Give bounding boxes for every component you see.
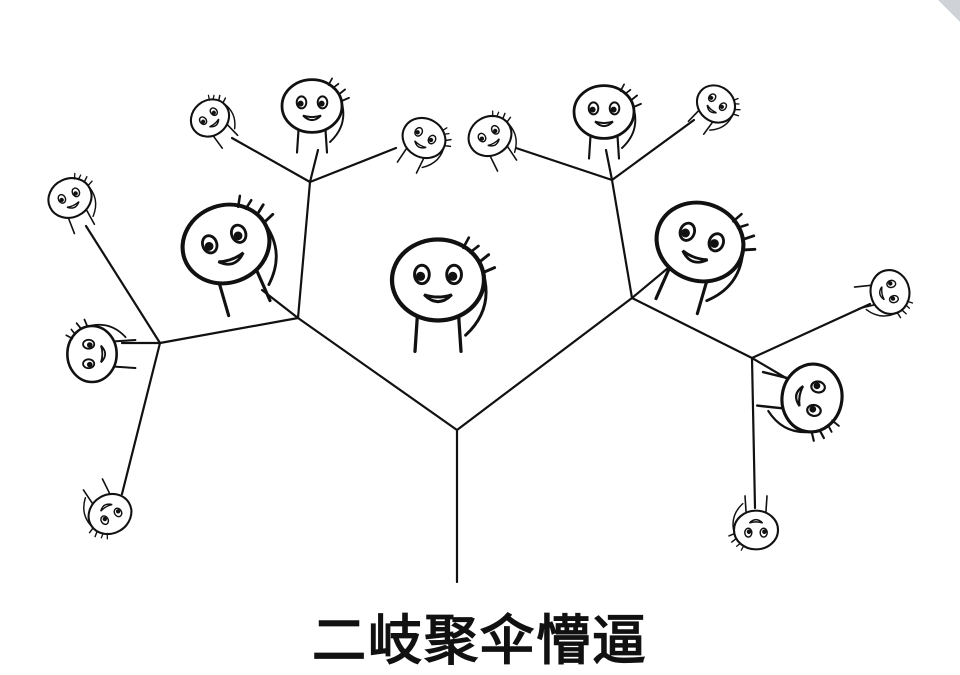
branch-line xyxy=(604,148,614,182)
meme-face-icon xyxy=(180,194,278,318)
branch-line xyxy=(514,146,614,182)
branch-line xyxy=(750,302,872,360)
meme-faces xyxy=(47,77,914,551)
meme-face-icon xyxy=(47,172,97,235)
meme-face-icon xyxy=(189,94,239,149)
branch-line xyxy=(630,266,670,300)
meme-face-icon xyxy=(467,110,518,172)
branch-line xyxy=(296,180,312,320)
branch-line xyxy=(296,316,459,432)
branch-line xyxy=(610,118,696,182)
branch-line xyxy=(455,296,634,432)
branch-line xyxy=(750,356,757,510)
meme-face-icon xyxy=(654,200,757,316)
branch-line xyxy=(308,146,398,184)
meme-face-icon xyxy=(396,116,452,174)
branch-line xyxy=(610,178,634,300)
meme-face-icon xyxy=(755,362,844,442)
branch-line xyxy=(120,341,162,496)
meme-face-icon xyxy=(280,77,350,154)
meme-face-icon xyxy=(687,84,741,135)
meme-face-icon xyxy=(853,269,914,319)
meme-face-icon xyxy=(572,83,642,160)
caption: 二岐聚伞懵逼 xyxy=(312,609,648,672)
meme-face-icon xyxy=(389,236,497,353)
meme-face-icon xyxy=(728,495,780,551)
branch-line xyxy=(230,136,312,184)
branch-line xyxy=(158,316,300,345)
branch-line xyxy=(308,148,320,184)
meme-face-icon xyxy=(82,478,133,540)
corner-fold xyxy=(938,0,960,22)
branch-line xyxy=(750,356,788,380)
branch-lines xyxy=(84,118,872,584)
meme-face-icon xyxy=(65,318,137,384)
branch-line xyxy=(630,296,754,360)
branch-line xyxy=(84,224,162,345)
